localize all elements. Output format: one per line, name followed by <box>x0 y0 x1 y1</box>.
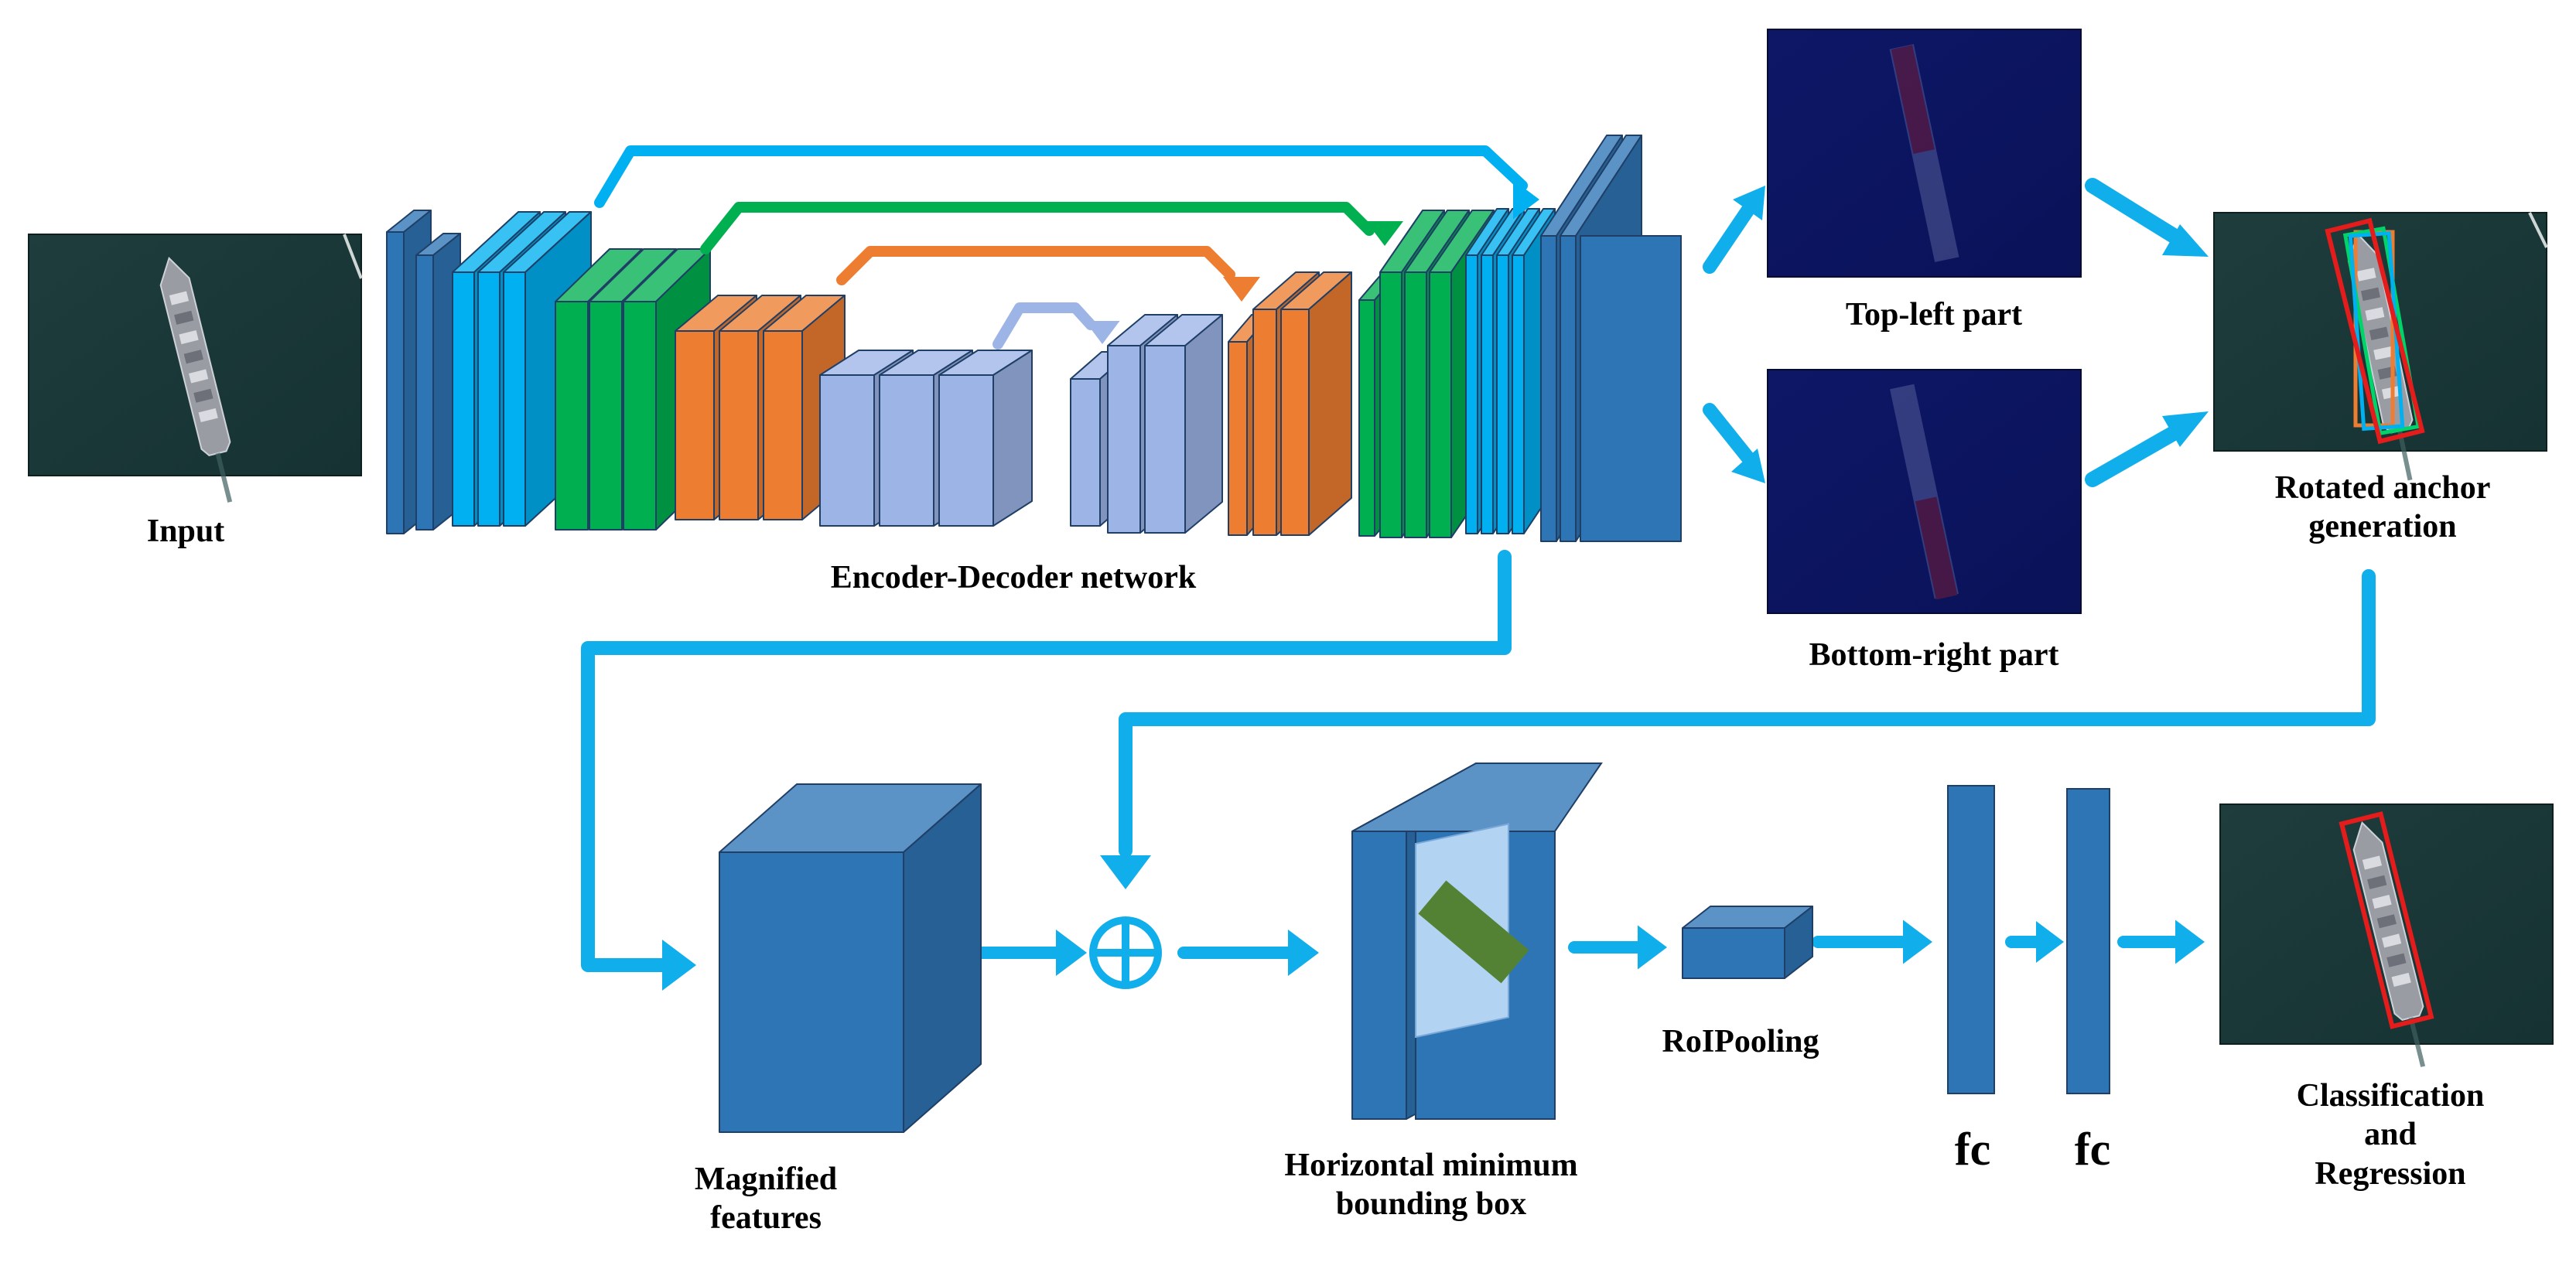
input-label: Input <box>146 513 225 549</box>
magnified-features-label: Magnified features <box>634 1160 897 1238</box>
layer-dark-5 <box>1580 235 1682 542</box>
bottom-pipeline <box>719 763 2110 1133</box>
encoder-decoder-network <box>386 135 1682 542</box>
hmbb-rotated-box <box>1418 880 1529 984</box>
skip-connection-orange <box>836 246 1235 285</box>
arrow-br-to-anchor-head <box>2162 411 2209 447</box>
arrow-anchor-to-fusion-head <box>1100 855 1151 889</box>
rotated-anchor-image <box>2213 212 2548 481</box>
fc-label-2: fc <box>2074 1124 2111 1175</box>
arrow-roi-to-fc-head <box>1903 919 1932 964</box>
anchor-box-red <box>2325 217 2425 445</box>
input-image <box>28 234 363 503</box>
arrow-hmbb-to-roi-head <box>1638 925 1667 970</box>
output-image <box>2219 803 2554 1067</box>
input-ship <box>159 256 233 503</box>
input-road <box>343 234 363 279</box>
arrow-to-top-left <box>1703 200 1757 274</box>
rotated-anchor-label: Rotated anchor generation <box>2181 469 2576 547</box>
fc-bar-2 <box>2066 788 2110 1094</box>
arrow-fc-to-output-head <box>2175 919 2205 964</box>
hmbb-label: Horizontal minimum bounding box <box>1222 1146 1640 1224</box>
arrow-to-bottom-right <box>1703 403 1757 467</box>
hmbb-slab <box>1351 763 1603 1120</box>
arrow-anchor-to-fusion <box>1119 569 2376 858</box>
fusion-plus-icon <box>1089 916 1162 989</box>
images <box>28 29 2554 1067</box>
arrow-to-top-left-head <box>1733 186 1765 220</box>
fc-label-1: fc <box>1954 1124 1991 1175</box>
arrow-tl-to-anchor-head <box>2162 224 2209 257</box>
magnified-line-2: features <box>710 1200 822 1237</box>
arrow-br-to-anchor <box>2085 425 2181 487</box>
skip-lavender-head <box>1085 321 1120 344</box>
skip-connection-cyan <box>594 145 1528 208</box>
classification-line-2: and <box>2364 1117 2417 1153</box>
classification-regression-label: Classification and Regression <box>2197 1076 2576 1193</box>
hmbb-line-2: bounding box <box>1335 1186 1527 1223</box>
output-ship <box>2352 821 2426 1067</box>
skip-orange-head <box>1223 277 1260 302</box>
encoder-decoder-label: Encoder-Decoder network <box>830 560 1197 595</box>
arrow-fc-to-fc-head <box>2036 921 2064 963</box>
layer-orange-6 <box>1280 271 1352 536</box>
hmbb-line-1: Horizontal minimum <box>1284 1148 1578 1183</box>
arrows <box>581 145 2376 991</box>
skip-cyan-head <box>1513 179 1539 220</box>
arrow-to-magnified-head <box>662 940 696 991</box>
arrow-magnified-to-fusion-head <box>1056 930 1087 976</box>
anchor-box-green <box>2342 226 2421 436</box>
top-left-part-label: Top-left part <box>1845 297 2023 333</box>
classification-line-3: Regression <box>2315 1155 2466 1192</box>
skip-connection-green <box>700 202 1375 254</box>
magnified-line-1: Magnified <box>694 1162 838 1197</box>
output-box-red <box>2339 811 2434 1029</box>
rotated-anchor-line-1: Rotated anchor <box>2274 470 2491 506</box>
skip-green-head <box>1366 221 1403 246</box>
arrow-to-bottom-right-head <box>1731 449 1765 483</box>
bottom-right-part-label: Bottom-right part <box>1809 637 2059 673</box>
anchor-ship <box>2347 232 2414 481</box>
roipooling-block <box>1682 906 1813 979</box>
roipooling-label: RoIPooling <box>1662 1024 1819 1059</box>
arrow-tl-to-anchor <box>2085 178 2181 244</box>
fc-bar-1 <box>1947 785 1995 1094</box>
layer-lavender-3 <box>938 350 1033 527</box>
classification-line-1: Classification <box>2296 1078 2485 1114</box>
top-left-heatmap <box>1767 29 2082 278</box>
arrow-fusion-to-hmbb-head <box>1288 930 1319 976</box>
arrow-to-magnified <box>581 550 1512 972</box>
bottom-right-heatmap <box>1767 369 2082 614</box>
layer-lavender-6 <box>1144 314 1223 534</box>
rotated-anchor-line-2: generation <box>2308 509 2457 545</box>
skip-connection-lavender <box>992 302 1096 350</box>
magnified-features-slab <box>719 783 982 1133</box>
